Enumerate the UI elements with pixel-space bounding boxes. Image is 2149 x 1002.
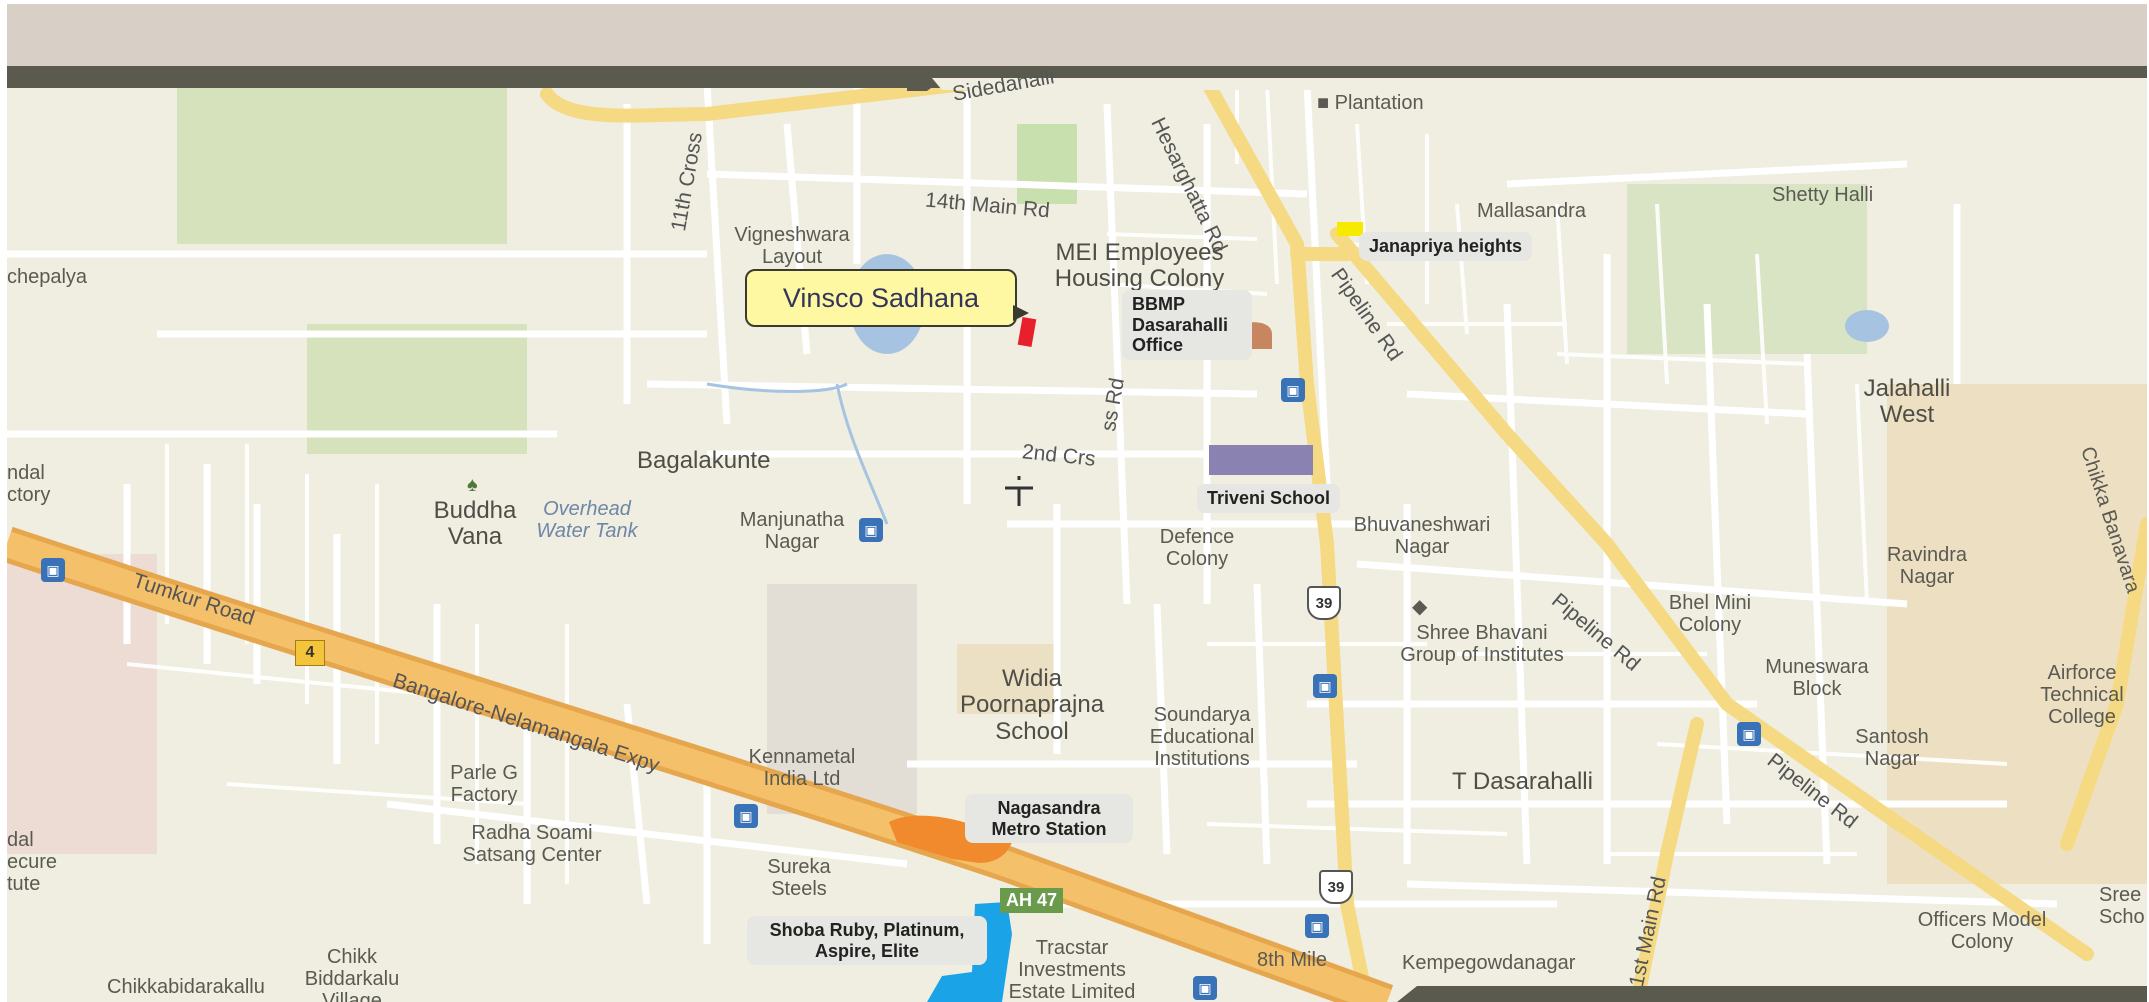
map-label-defence: Defence Colony (1159, 526, 1235, 570)
map-label-manjunatha: Manjunatha Nagar (739, 509, 845, 553)
janapriya-callout[interactable]: Janapriya heights (1359, 232, 1533, 261)
lake (1845, 310, 1889, 342)
map-label-jalahalli-west: Jalahalli West (1863, 375, 1951, 429)
triveni-callout[interactable]: Triveni School (1197, 484, 1341, 513)
highway-39-shield: 39 (1319, 870, 1353, 904)
map-label-ravindra: Ravindra Nagar (1886, 544, 1968, 588)
airforce-area (1887, 384, 2147, 884)
map-label-kempegowda: Kempegowdanagar (1402, 952, 1576, 974)
crosshair-icon[interactable] (1005, 476, 1033, 506)
map-label-industrial-left: ndal ctory (7, 462, 51, 506)
bus-stop-icon[interactable]: ▣ (1737, 722, 1761, 746)
map-label-bhel: Bhel Mini Colony (1668, 592, 1752, 636)
map-label-sureka: Sureka Steels (767, 856, 831, 900)
bbmp-callout[interactable]: BBMP Dasarahalli Office (1122, 290, 1252, 361)
map-label-chikkabidarakallu: Chikkabidarakallu (107, 976, 265, 998)
map-label-santosh: Santosh Nagar (1855, 726, 1929, 770)
nagasandra-callout[interactable]: Nagasandra Metro Station (965, 794, 1133, 844)
bus-stop-icon[interactable]: ▣ (734, 804, 758, 828)
map-label-edge-right: Sree Scho (2099, 884, 2145, 928)
bus-stop-icon[interactable]: ▣ (41, 558, 65, 582)
vinsco-label: Vinsco Sadhana (782, 282, 980, 313)
shoba-marker[interactable] (927, 902, 1012, 1002)
map-label-radha: Radha Soami Satsang Center (462, 822, 602, 866)
map-label-soundarya: Soundarya Educational Institutions (1149, 704, 1255, 770)
minor-roads (7, 64, 2058, 944)
map-label-mallasandra: Mallasandra (1477, 200, 1586, 222)
map-label-shetty-halli: Shetty Halli (1772, 184, 1874, 206)
map-label-bhuvaneshwari: Bhuvaneshwari Nagar (1353, 514, 1491, 558)
janapriya-marker[interactable] (1337, 222, 1363, 236)
band-shape (907, 66, 2147, 91)
map-label-chepalya: chepalya (7, 266, 88, 288)
stream (835, 383, 889, 525)
bus-stop-icon[interactable]: ▣ (1305, 914, 1329, 938)
shoba-callout[interactable]: Shoba Ruby, Platinum, Aspire, Elite (747, 916, 987, 966)
vinsco-marker[interactable] (1017, 316, 1037, 348)
map-label-overhead-tank: Overhead Water Tank (536, 498, 638, 542)
map-label-officers: Officers Model Colony (1917, 909, 2047, 953)
map-label-parle: Parle G Factory (450, 762, 518, 806)
map-label-widia: Widia Poornaprajna School (959, 665, 1105, 745)
nagasandra-marker[interactable] (889, 815, 1012, 863)
map-frame: ■ Plantation Hesarghatta Rd Sidedahalli … (7, 4, 2147, 1002)
map-label-edge-left: dal ecure tute (7, 829, 58, 895)
highway-ah47-shield: AH 47 (1000, 888, 1064, 913)
map-label-kennametal: Kennametal India Ltd (748, 746, 856, 790)
map-label-t-dasarahalli: T Dasarahalli (1452, 768, 1593, 795)
map-label-tracstar: Tracstar Investments Estate Limited (1008, 937, 1136, 1002)
park-area (1627, 184, 1867, 354)
vinsco-sadhana-callout[interactable]: Vinsco Sadhana (745, 269, 1029, 327)
callout-tail (1013, 305, 1029, 321)
map-label-bagalakunte: Bagalakunte (637, 447, 771, 474)
map-label-shree-bhavani: Shree Bhavani Group of Institutes (1400, 622, 1564, 666)
park-icon: ♠ (467, 474, 478, 496)
map-label-plantation: ■ Plantation (1317, 92, 1424, 114)
industrial-area (7, 554, 157, 854)
map-label-muneswara: Muneswara Block (1765, 656, 1869, 700)
bottom-band (1397, 986, 2147, 1002)
stream (706, 382, 848, 393)
triveni-marker[interactable] (1209, 445, 1313, 475)
park-area (177, 84, 507, 244)
major-roads (540, 57, 2147, 1002)
school-area (957, 644, 1057, 714)
map-label-airforce: Airforce Technical College (2040, 662, 2124, 728)
map-label-buddha-vana: Buddha Vana (433, 497, 517, 551)
map-label-8th-mile: 8th Mile (1257, 949, 1328, 971)
bus-stop-icon[interactable]: ▣ (859, 518, 883, 542)
park-area (1017, 124, 1077, 204)
highway-39-shield: 39 (1307, 586, 1341, 620)
highway-4-shield: 4 (295, 640, 325, 666)
map-label-vigneshwara: Vigneshwara Layout (734, 224, 850, 268)
bus-stop-icon[interactable]: ▣ (1313, 674, 1337, 698)
bus-stop-icon[interactable]: ▣ (1281, 378, 1305, 402)
bus-stop-icon[interactable]: ▣ (1193, 976, 1217, 1000)
top-banner (7, 4, 2147, 66)
map-label-mei: MEI Employees Housing Colony (1054, 239, 1225, 293)
school-icon: ◆ (1412, 596, 1428, 618)
map-canvas[interactable] (7, 4, 2147, 1002)
map-label-chikk: Chikk Biddarkalu Village (304, 946, 400, 1002)
